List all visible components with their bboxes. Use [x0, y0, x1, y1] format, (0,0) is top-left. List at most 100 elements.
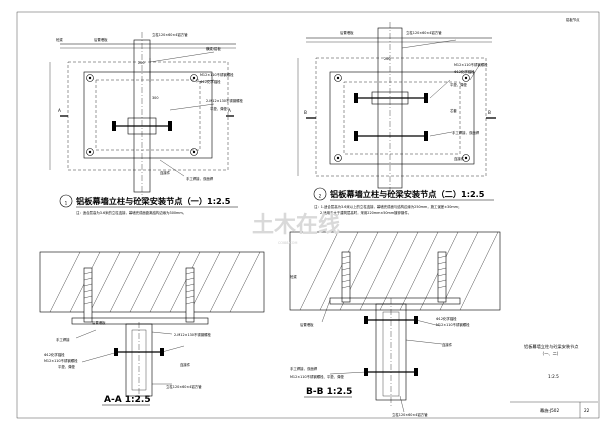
leader: [161, 345, 185, 353]
anchor-thread: [83, 271, 195, 305]
nut-b: [414, 368, 418, 376]
d2-label-5: 芯套: [450, 108, 457, 113]
leader: [429, 79, 451, 99]
detail2-bolt: [462, 74, 470, 82]
sb-label-7: 立柱120×60×4铝方管: [392, 412, 428, 417]
detail2-circle: [313, 187, 327, 201]
title-block-name: 铝板幕墙立柱与砼梁安装节点: [524, 343, 578, 350]
detail2-nut: [424, 93, 428, 103]
d2-label-9: B: [304, 110, 307, 115]
d2-label-4: 平垫、弹垫: [450, 82, 468, 87]
d2-label-2: M12×110不锈钢螺栓: [454, 62, 488, 67]
d1-label-0: 砼梁: [56, 37, 63, 42]
detail1-note: 注：适合层高为3.6米的立柱连接，幕墙完成面距离结构边缘为300mm。: [76, 210, 186, 215]
d1-label-12: A: [58, 108, 61, 113]
detail2-bolt: [334, 154, 342, 162]
sa-label-4: 平垫、弹垫: [58, 364, 76, 369]
detail1-bolt-core: [88, 76, 92, 80]
d1-label-3: 横梁/铝板: [206, 46, 221, 51]
anchor-a-right: [185, 267, 195, 323]
detail1-bolt: [190, 148, 198, 156]
slab-a-hatch: [49, 251, 261, 313]
detail2-title: 铝板幕墙立柱与砼梁安装节点（二）1:2.5: [330, 189, 485, 199]
detail2-bolt-core: [464, 156, 468, 160]
d2-label-7: 连接件: [454, 156, 465, 161]
detail-2-plan: 后置埋板 立柱120×60×4铝方管 M12×110不锈钢螺栓 Φ12化学锚栓 …: [297, 22, 496, 215]
nut-b: [364, 316, 368, 324]
detail1-bolt: [190, 74, 198, 82]
drawing-number: 幕施-J502: [540, 407, 559, 414]
sb-label-2: Φ12化学锚栓: [436, 316, 457, 321]
leader: [75, 329, 97, 339]
detail1-nut: [112, 121, 116, 131]
detail1-bolt-core: [192, 76, 196, 80]
leader: [81, 351, 119, 363]
leader: [151, 331, 173, 335]
leader: [195, 79, 215, 83]
sa-label-1: 手工焊接: [56, 337, 70, 342]
detail2-bolt-core: [336, 76, 340, 80]
detail2-frame: [315, 57, 487, 177]
leader: [399, 395, 405, 413]
detail2-nut: [354, 131, 358, 141]
watermark: 土木在线: [252, 212, 340, 238]
leader: [169, 103, 215, 111]
sa-label-3: M12×110不锈钢螺栓: [44, 358, 78, 363]
d1-label-10: 200: [138, 61, 144, 65]
slab-a: [39, 251, 265, 313]
detail1-title: 铝板幕墙立柱与砼梁安装节点（一）1:2.5: [76, 196, 231, 206]
detail1-bolt: [86, 74, 94, 82]
sb-label-0: 砼梁: [290, 274, 297, 279]
d2-label-3: Φ12化学锚栓: [454, 69, 475, 74]
detail2-nut: [354, 93, 358, 103]
d2-label-6: 手工焊接，双面焊: [452, 130, 480, 135]
detail1-frame: [67, 61, 229, 171]
anchor-b-right: [437, 251, 447, 303]
page-number: 22: [584, 408, 590, 413]
title-block: 铝板幕墙立柱与砼梁安装节点 （一、二） 1:2.5 幕施-J502 22: [510, 343, 598, 418]
detail2-circle-no: 2: [319, 194, 322, 199]
sheet-border: [16, 11, 600, 419]
detail2-bolt-core: [464, 76, 468, 80]
detail2-note-2: 2.适用于大于建筑层高时，采用220mm×50mm镀锌钢件。: [320, 210, 411, 215]
anchor-thread: [341, 255, 447, 289]
leader: [429, 131, 453, 137]
sa-label-6: 立柱120×60×4铝方管: [166, 384, 202, 389]
detail1-circle-no: 1: [65, 201, 68, 206]
detail2-bolt-core: [336, 156, 340, 160]
leader: [329, 371, 367, 375]
d1-label-9: 连接件: [160, 170, 171, 175]
detail1-nut: [168, 121, 172, 131]
anchor-b-left: [341, 251, 351, 303]
section-b-title: B-B 1:2.5: [306, 387, 352, 397]
leader: [321, 299, 331, 323]
detail2-note-1: 注：1.适合层高为3.6米以上的立柱连接，幕墙完成面与结构边缘为250mm，施工…: [314, 204, 461, 209]
sa-label-7: 连接件: [180, 362, 191, 367]
d1-label-1: 后置埋板: [94, 37, 108, 42]
nut-a: [114, 348, 118, 356]
sa-label-0: 后置埋板: [92, 320, 106, 325]
slab-b: [289, 231, 501, 311]
sb-label-4: 连接件: [442, 342, 453, 347]
detail1-circle: [59, 194, 73, 208]
sa-label-2: Φ12化学锚栓: [44, 352, 65, 357]
d2-label-1: 立柱120×60×4铝方管: [406, 30, 442, 35]
leader: [159, 159, 185, 177]
detail1-bolt-core: [192, 150, 196, 154]
leader: [401, 39, 457, 49]
leader: [405, 339, 443, 345]
d1-label-4: M12×110不锈钢螺栓: [200, 72, 234, 77]
sb-label-1: 后置埋板: [300, 322, 314, 327]
d1-label-13: A: [228, 108, 231, 113]
d1-label-8: 手工焊接，双面焊: [186, 176, 214, 181]
d1-label-6: 2-M12×130不锈钢螺栓: [206, 98, 243, 103]
detail1-bolt-core: [88, 150, 92, 154]
watermark-sub: COI88.COM: [278, 241, 297, 245]
d2-label-10: B: [488, 110, 491, 115]
d1-label-2: 立柱120×60×4铝方管: [152, 32, 188, 37]
section-a-a: 后置埋板 手工焊接 Φ12化学锚栓 M12×110不锈钢螺栓 平垫、弹垫 2-M…: [39, 251, 265, 406]
leader: [149, 51, 215, 63]
d2-label-0: 后置埋板: [340, 30, 354, 35]
detail1-embed-plate: [83, 71, 213, 159]
